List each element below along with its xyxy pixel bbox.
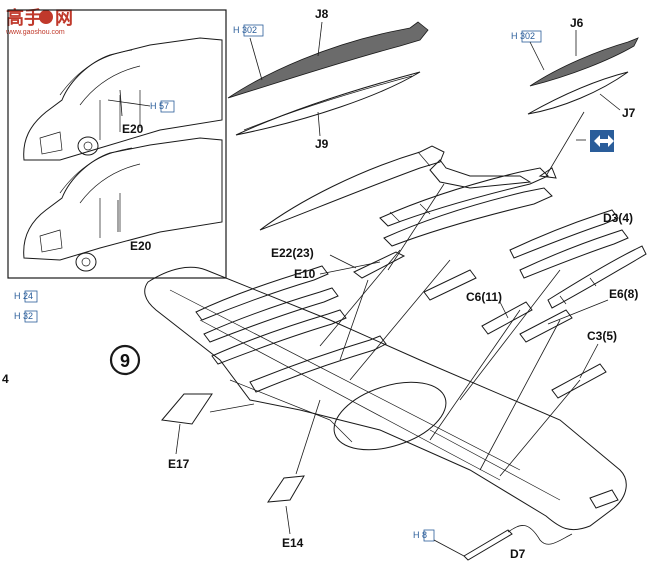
pylon-e6: [519, 309, 573, 343]
double-arrow-icon: [590, 130, 614, 152]
paint-code-h302-tank: H 302: [511, 31, 535, 41]
part-label-e10: E10: [294, 267, 316, 281]
part-e17-panel: [161, 393, 213, 425]
part-label-e6: E6(8): [609, 287, 638, 301]
paint-code-h32: H 32: [14, 311, 33, 321]
part-label-c6: C6(11): [466, 290, 502, 304]
margin-digit: 4: [2, 372, 9, 386]
watermark: 高手 网 www.gaoshou.com: [5, 7, 73, 36]
part-label-j6: J6: [570, 16, 584, 30]
watermark-logo-icon: [39, 10, 53, 24]
leader-e20-top: [119, 89, 123, 117]
part-e14-panel: [267, 475, 305, 503]
leader-h57: [107, 99, 151, 107]
missile-rack-center: [379, 159, 557, 247]
paint-code-h302-bomb: H 302: [233, 25, 257, 35]
missiles-right: [509, 209, 647, 309]
pylon-c6: [423, 269, 533, 335]
paint-code-h57: H 57: [150, 101, 169, 111]
step-number: 9: [120, 351, 130, 371]
part-label-j7: J7: [622, 106, 636, 120]
part-j6-tank: [529, 37, 639, 87]
cockpit-inset: [7, 9, 227, 279]
paint-code-h24: H 24: [14, 291, 33, 301]
watermark-url: www.gaoshou.com: [5, 29, 65, 36]
pylon-c3: [551, 363, 607, 399]
part-label-e20-bottom: E20: [130, 239, 152, 253]
watermark-brand-2: 网: [55, 8, 73, 28]
assembly-leaders: [319, 111, 585, 477]
part-label-d7: D7: [510, 547, 526, 561]
part-label-e20-top: E20: [122, 122, 144, 136]
part-label-e14: E14: [282, 536, 304, 550]
inset-frame: [7, 9, 227, 279]
part-label-e17: E17: [168, 457, 190, 471]
part-j9-shell: [235, 71, 421, 136]
part-d7-pitot: [463, 525, 573, 561]
part-drop-tank-clear: [259, 145, 445, 231]
part-label-c3: C3(5): [587, 329, 617, 343]
step-badge: 9: [109, 344, 141, 376]
paint-code-h8: H 8: [413, 530, 427, 540]
main-wing: [144, 266, 627, 531]
pylon-e22: [353, 251, 406, 279]
paint-code-box: [160, 100, 175, 113]
part-label-e22: E22(23): [271, 246, 314, 260]
missiles-left: [195, 265, 387, 393]
part-label-j8: J8: [315, 7, 329, 21]
part-label-d3: D3(4): [603, 211, 633, 225]
fuselage-nose-bottom: [23, 137, 223, 272]
watermark-brand: 高手: [6, 7, 42, 28]
part-j7-shell: [527, 71, 629, 115]
part-j8-bomb: [227, 21, 429, 99]
fuselage-nose-top: [23, 37, 223, 161]
part-label-j9: J9: [315, 137, 329, 151]
